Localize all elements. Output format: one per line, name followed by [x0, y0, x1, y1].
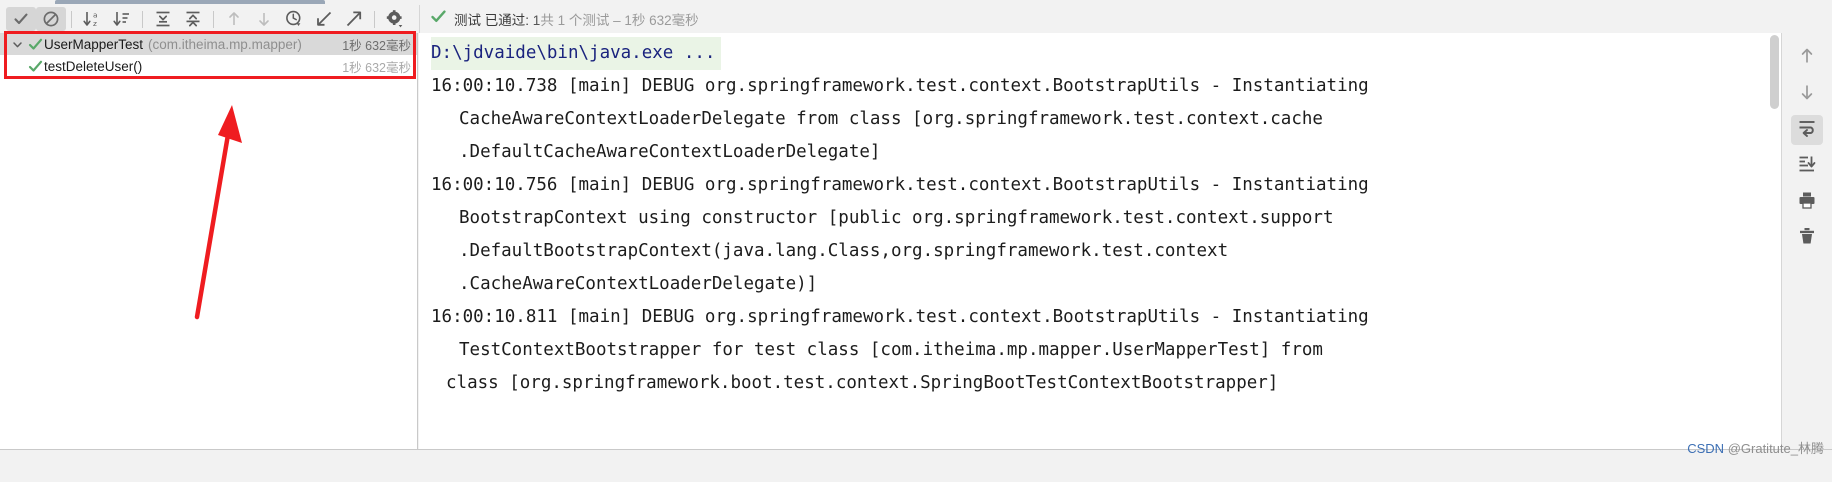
test-history-button[interactable]	[279, 7, 309, 31]
toolbar-separator	[71, 10, 72, 28]
ide-bottom-toolwindow-bar	[0, 449, 1832, 482]
block-icon	[42, 10, 60, 28]
status-passed-label: 已通过:	[484, 13, 530, 28]
test-settings-button[interactable]	[380, 7, 410, 31]
watermark-handle: @Gratitute_林腾	[1727, 441, 1824, 456]
test-status-text: 测试 已通过: 1共 1 个测试 – 1秒 632毫秒	[454, 9, 699, 29]
status-total-label: 共 1 个测试	[540, 13, 610, 28]
console-line: 16:00:10.811 [main] DEBUG org.springfram…	[431, 307, 1369, 327]
test-duration: 1秒 632毫秒	[342, 38, 411, 53]
test-method-name: testDeleteUser()	[44, 58, 143, 74]
test-class-package: (com.itheima.mp.mapper)	[148, 36, 302, 52]
test-runner-toolbar: a z	[0, 5, 418, 33]
status-separator: –	[613, 13, 621, 28]
show-passed-tests-button[interactable]	[6, 7, 36, 31]
arrow-down-icon	[254, 9, 274, 29]
test-duration: 1秒 632毫秒	[342, 60, 411, 75]
collapse-all-button[interactable]	[178, 7, 208, 31]
sort-alpha-icon: a z	[82, 9, 102, 29]
scroll-down-button[interactable]	[1791, 79, 1823, 109]
collapse-all-icon	[183, 9, 203, 29]
test-status-bar: 测试 已通过: 1共 1 个测试 – 1秒 632毫秒	[419, 5, 1832, 33]
test-passed-icon	[26, 59, 44, 74]
soft-wrap-icon	[1797, 118, 1817, 143]
test-passed-icon	[26, 37, 44, 52]
console-line: .DefaultBootstrapContext(java.lang.Class…	[459, 241, 1229, 261]
clock-history-icon	[284, 9, 304, 29]
check-icon	[12, 10, 30, 28]
toolbar-separator	[142, 10, 143, 28]
import-icon	[314, 9, 334, 29]
scroll-to-end-button[interactable]	[1791, 151, 1823, 181]
console-line: .DefaultCacheAwareContextLoaderDelegate]	[459, 142, 881, 162]
gear-icon	[385, 9, 405, 29]
test-tree-row-class[interactable]: UserMapperTest (com.itheima.mp.mapper) 1…	[0, 33, 417, 55]
console-line: .CacheAwareContextLoaderDelegate)]	[459, 274, 818, 294]
next-failed-test-button[interactable]	[249, 7, 279, 31]
watermark-source: CSDN	[1687, 441, 1725, 456]
scroll-down-icon	[1797, 82, 1817, 107]
console-vertical-scrollbar[interactable]	[1768, 33, 1781, 449]
print-icon	[1797, 190, 1817, 215]
previous-failed-test-button[interactable]	[219, 7, 249, 31]
svg-text:a: a	[93, 10, 98, 19]
import-test-results-button[interactable]	[309, 7, 339, 31]
green-check-icon	[430, 8, 447, 30]
export-icon	[344, 9, 364, 29]
tool-window-tab-strip	[0, 0, 1832, 5]
test-tree-row-method[interactable]: testDeleteUser() 1秒 632毫秒	[0, 55, 417, 77]
console-lines: D:\jdvaide\bin\java.exe ... 16:00:10.738 …	[419, 37, 1781, 400]
console-line: BootstrapContext using constructor [publ…	[459, 208, 1334, 228]
test-tree-panel[interactable]: UserMapperTest (com.itheima.mp.mapper) 1…	[0, 33, 418, 449]
trash-button[interactable]	[1791, 223, 1823, 253]
console-line: TestContextBootstrapper for test class […	[459, 340, 1323, 360]
status-label: 测试	[454, 13, 481, 28]
console-line: 16:00:10.738 [main] DEBUG org.springfram…	[431, 76, 1369, 96]
console-output-panel[interactable]: D:\jdvaide\bin\java.exe ... 16:00:10.738 …	[419, 33, 1781, 449]
console-line: class [org.springframework.boot.test.con…	[446, 373, 1279, 393]
scrollbar-thumb[interactable]	[1770, 35, 1779, 109]
chevron-down-icon[interactable]	[8, 39, 26, 50]
test-class-name: UserMapperTest	[44, 36, 144, 52]
active-tab-indicator[interactable]	[55, 0, 325, 4]
svg-text:z: z	[93, 19, 97, 28]
sort-by-duration-button[interactable]	[107, 7, 137, 31]
scroll-up-button[interactable]	[1791, 43, 1823, 73]
expand-all-icon	[153, 9, 173, 29]
status-duration: 1秒 632毫秒	[624, 13, 699, 28]
toolbar-separator	[213, 10, 214, 28]
print-button[interactable]	[1791, 187, 1823, 217]
watermark: CSDN @Gratitute_林腾	[1687, 438, 1824, 457]
soft-wrap-button[interactable]	[1791, 115, 1823, 145]
arrow-up-icon	[224, 9, 244, 29]
sort-duration-icon	[112, 9, 132, 29]
sort-alphabetically-button[interactable]: a z	[77, 7, 107, 31]
toolbar-separator	[374, 10, 375, 28]
show-ignored-tests-button[interactable]	[36, 7, 66, 31]
console-line: 16:00:10.756 [main] DEBUG org.springfram…	[431, 175, 1369, 195]
console-action-sidebar	[1781, 33, 1832, 449]
console-line: CacheAwareContextLoaderDelegate from cla…	[459, 109, 1323, 129]
scroll-up-icon	[1797, 46, 1817, 71]
export-test-results-button[interactable]	[339, 7, 369, 31]
scroll-to-end-icon	[1797, 154, 1817, 179]
expand-all-button[interactable]	[148, 7, 178, 31]
status-passed-count: 1	[532, 13, 541, 28]
console-line: D:\jdvaide\bin\java.exe ...	[431, 37, 722, 70]
trash-icon	[1797, 226, 1817, 251]
